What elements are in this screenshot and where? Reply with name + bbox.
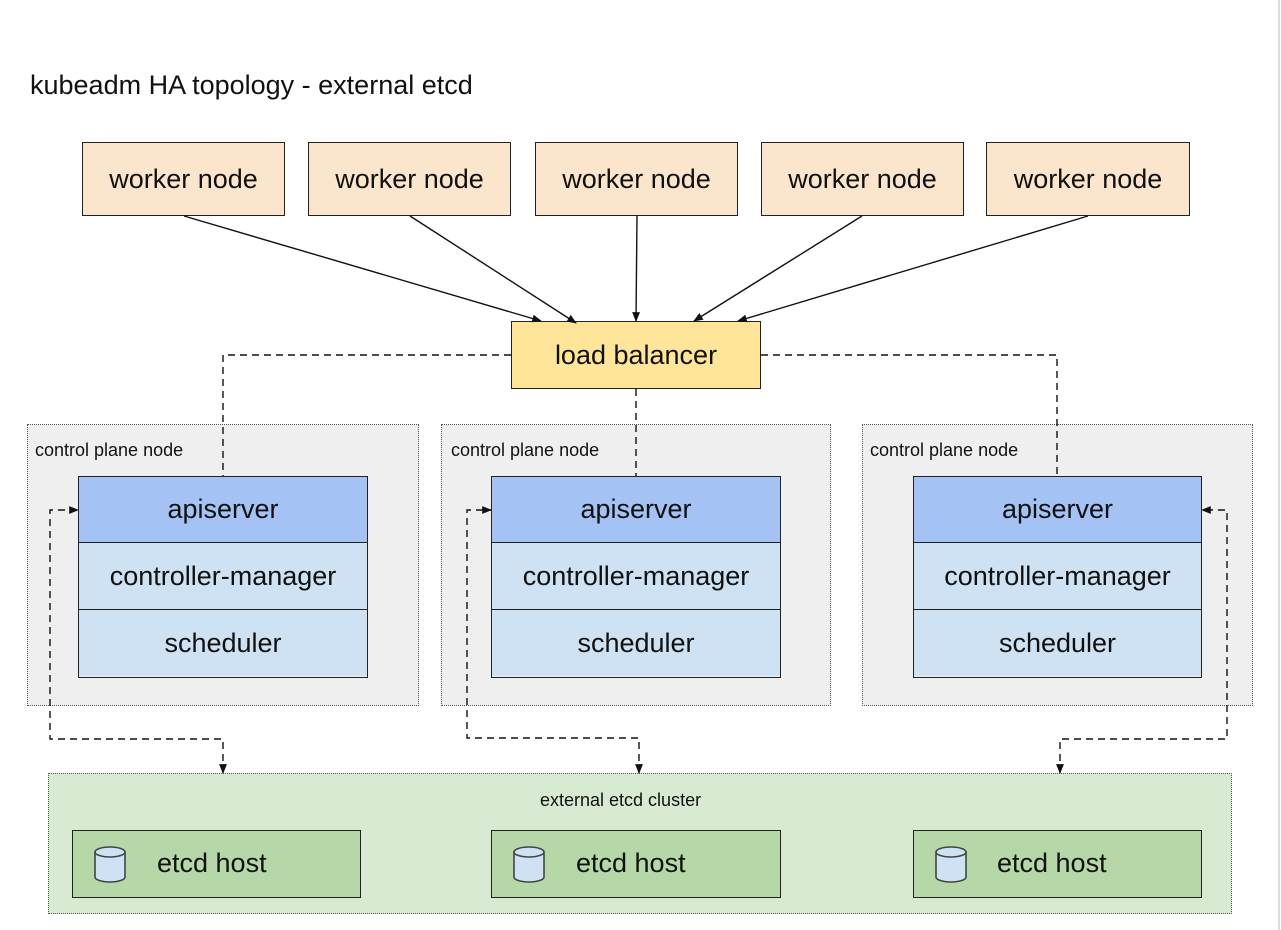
etcd-cluster-label: external etcd cluster (540, 790, 702, 810)
scheduler: scheduler (492, 610, 780, 676)
etcd-host-label: etcd host (157, 848, 267, 878)
worker-node-2: worker node (308, 142, 511, 216)
control-plane-node-label: control plane node (870, 440, 1019, 460)
controller-manager: controller-manager (914, 543, 1201, 610)
worker-node-5: worker node (986, 142, 1190, 216)
worker-2-arrow (409, 215, 577, 324)
worker-node-4: worker node (761, 142, 964, 216)
scheduler: scheduler (79, 610, 367, 676)
apiserver: apiserver (79, 477, 367, 543)
control-plane-components-1: apiserver controller-manager scheduler (78, 476, 368, 678)
control-plane-components-3: apiserver controller-manager scheduler (913, 476, 1202, 678)
control-plane-node-label: control plane node (451, 440, 600, 460)
worker-node-3: worker node (535, 142, 738, 216)
scheduler: scheduler (914, 610, 1201, 676)
worker-4-arrow (693, 215, 863, 322)
controller-manager: controller-manager (79, 543, 367, 610)
diagram-title: kubeadm HA topology - external etcd (30, 70, 473, 100)
database-icon (513, 846, 545, 883)
page-right-edge (1278, 0, 1280, 930)
control-plane-components-2: apiserver controller-manager scheduler (491, 476, 781, 678)
apiserver: apiserver (914, 477, 1201, 543)
worker-1-arrow (183, 215, 542, 323)
control-plane-node-label: control plane node (35, 440, 184, 460)
worker-3-arrow (632, 215, 641, 322)
worker-node-1: worker node (82, 142, 285, 216)
etcd-host-label: etcd host (576, 848, 686, 878)
etcd-host-2 (491, 830, 781, 898)
load-balancer: load balancer (511, 321, 761, 389)
worker-5-arrow (737, 215, 1089, 323)
controller-manager: controller-manager (492, 543, 780, 610)
etcd-host-label: etcd host (997, 848, 1107, 878)
apiserver: apiserver (492, 477, 780, 543)
database-icon (935, 846, 967, 883)
database-icon (94, 846, 126, 883)
